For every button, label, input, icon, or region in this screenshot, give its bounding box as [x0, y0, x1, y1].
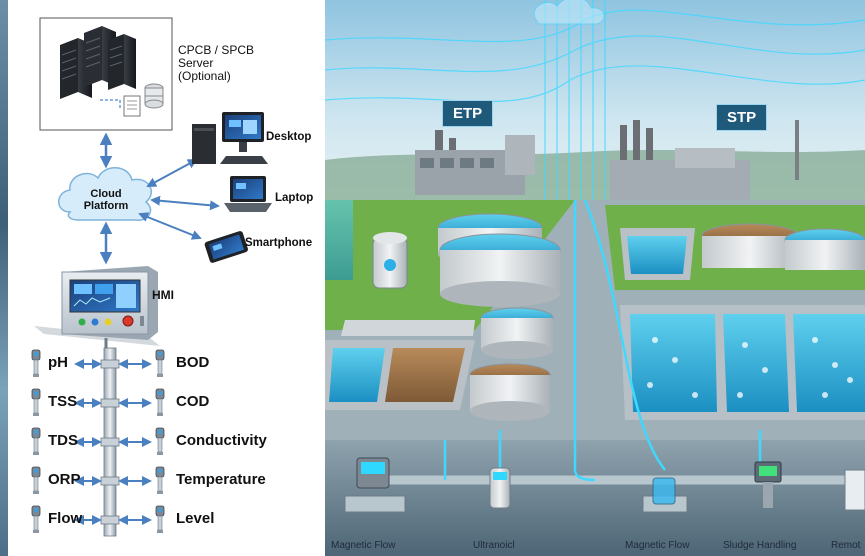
server-label: CPCB / SPCB Server (Optional)	[178, 44, 254, 83]
sensor-label-tss: TSS	[48, 393, 78, 410]
hmi-panel-icon	[34, 266, 160, 346]
cloud-label-line2: Platform	[83, 200, 129, 212]
plant-scene-graphics	[325, 0, 865, 556]
cloud-icon	[58, 167, 152, 221]
ultrasonic-sensor	[489, 467, 511, 509]
hmi-label: HMI	[152, 288, 174, 302]
bottom-label-ultrasonic: Ultranoicl	[473, 540, 515, 551]
sensor-label-bod: BOD	[176, 354, 210, 371]
cloud-label-line1: Cloud	[90, 188, 122, 200]
sensor-label-conductivity: Conductivity	[176, 432, 267, 449]
etp-settling-basins	[325, 320, 475, 410]
cloud-smartphone-link	[138, 212, 202, 240]
etp-pressure-vessel	[372, 232, 408, 289]
server-label-line1: CPCB / SPCB	[178, 43, 255, 57]
bottom-label-remote: Remot	[831, 540, 861, 551]
remote-terminal-unit	[844, 469, 865, 511]
etp-label: ETP	[442, 100, 494, 127]
smartphone-label: Smartphone	[245, 237, 313, 249]
stp-aeration-basins	[620, 305, 865, 420]
distant-hills	[325, 150, 865, 200]
sensor-label-level: Level	[176, 510, 215, 527]
sensor-label-tds: TDS	[48, 432, 78, 449]
sensor-label-orp: ORP	[48, 471, 81, 488]
foreground-ground	[325, 440, 865, 556]
smartphone-icon	[204, 231, 248, 263]
server-rack-icon	[60, 26, 136, 99]
magnetic-flow-meter-stp	[642, 477, 688, 513]
sensor-probe-icon-flow	[31, 505, 41, 533]
stp-sedimentation-tanks	[620, 223, 865, 280]
etp-factory-building	[415, 130, 535, 195]
stp-factory-building	[610, 120, 799, 200]
data-cloud-icon	[533, 0, 605, 25]
server-label-line2: Server	[178, 56, 214, 70]
sensor-probe-icon-cod	[155, 388, 165, 416]
sensor-probe-icon-orp	[31, 466, 41, 494]
laptop-label: Laptop	[275, 192, 314, 204]
plant-scene-panel: ETP STP Magnetic Flow Ultranoicl Magneti…	[325, 0, 865, 556]
sensor-probe-icon-tss	[31, 388, 41, 416]
sludge-handling-meter	[754, 461, 782, 508]
desktop-label: Desktop	[266, 131, 312, 143]
left-edge-photo-strip	[0, 0, 8, 556]
etp-aeration-tank-2	[439, 233, 561, 307]
sensor-probe-icon-level	[155, 505, 165, 533]
etp-sludge-tank	[469, 363, 551, 421]
network-diagram-graphics	[34, 17, 272, 537]
cloud-label: Cloud Platform	[78, 188, 134, 212]
magnetic-flow-meter-etp	[344, 457, 406, 513]
sensor-probe-icon-bod	[155, 349, 165, 377]
sensor-label-flow: Flow	[48, 510, 83, 527]
stp-label: STP	[716, 104, 768, 131]
sensor-probe-icon-temperature	[155, 466, 165, 494]
sensor-probe-icon-ph	[31, 349, 41, 377]
glowing-data-pipes	[385, 199, 865, 485]
sensor-label-cod: COD	[176, 393, 210, 410]
desktop-computer-icon	[192, 112, 268, 164]
sensor-rows	[31, 349, 165, 533]
cloud-desktop-link	[146, 159, 198, 187]
server-label-line3: (Optional)	[178, 69, 231, 83]
document-icon	[123, 95, 141, 117]
bottom-label-sludge-handling: Sludge Handling	[723, 540, 797, 551]
cloud-laptop-link	[150, 195, 220, 211]
etp-clarifier-tank	[480, 307, 554, 359]
bottom-label-magnetic-flow-etp: Magnetic Flow	[331, 540, 396, 551]
bottom-label-magnetic-flow-stp: Magnetic Flow	[625, 540, 690, 551]
sensor-probe-icon-conductivity	[155, 427, 165, 455]
network-diagram-panel: CPCB / SPCB Server (Optional) Cloud Plat…	[0, 0, 325, 556]
etp-edge-tank	[325, 200, 353, 280]
database-icon	[144, 83, 164, 109]
laptop-icon	[224, 176, 272, 212]
sensor-label-temperature: Temperature	[176, 471, 266, 488]
sensor-probe-icon-tds	[31, 427, 41, 455]
sensor-label-ph: pH	[48, 354, 68, 371]
